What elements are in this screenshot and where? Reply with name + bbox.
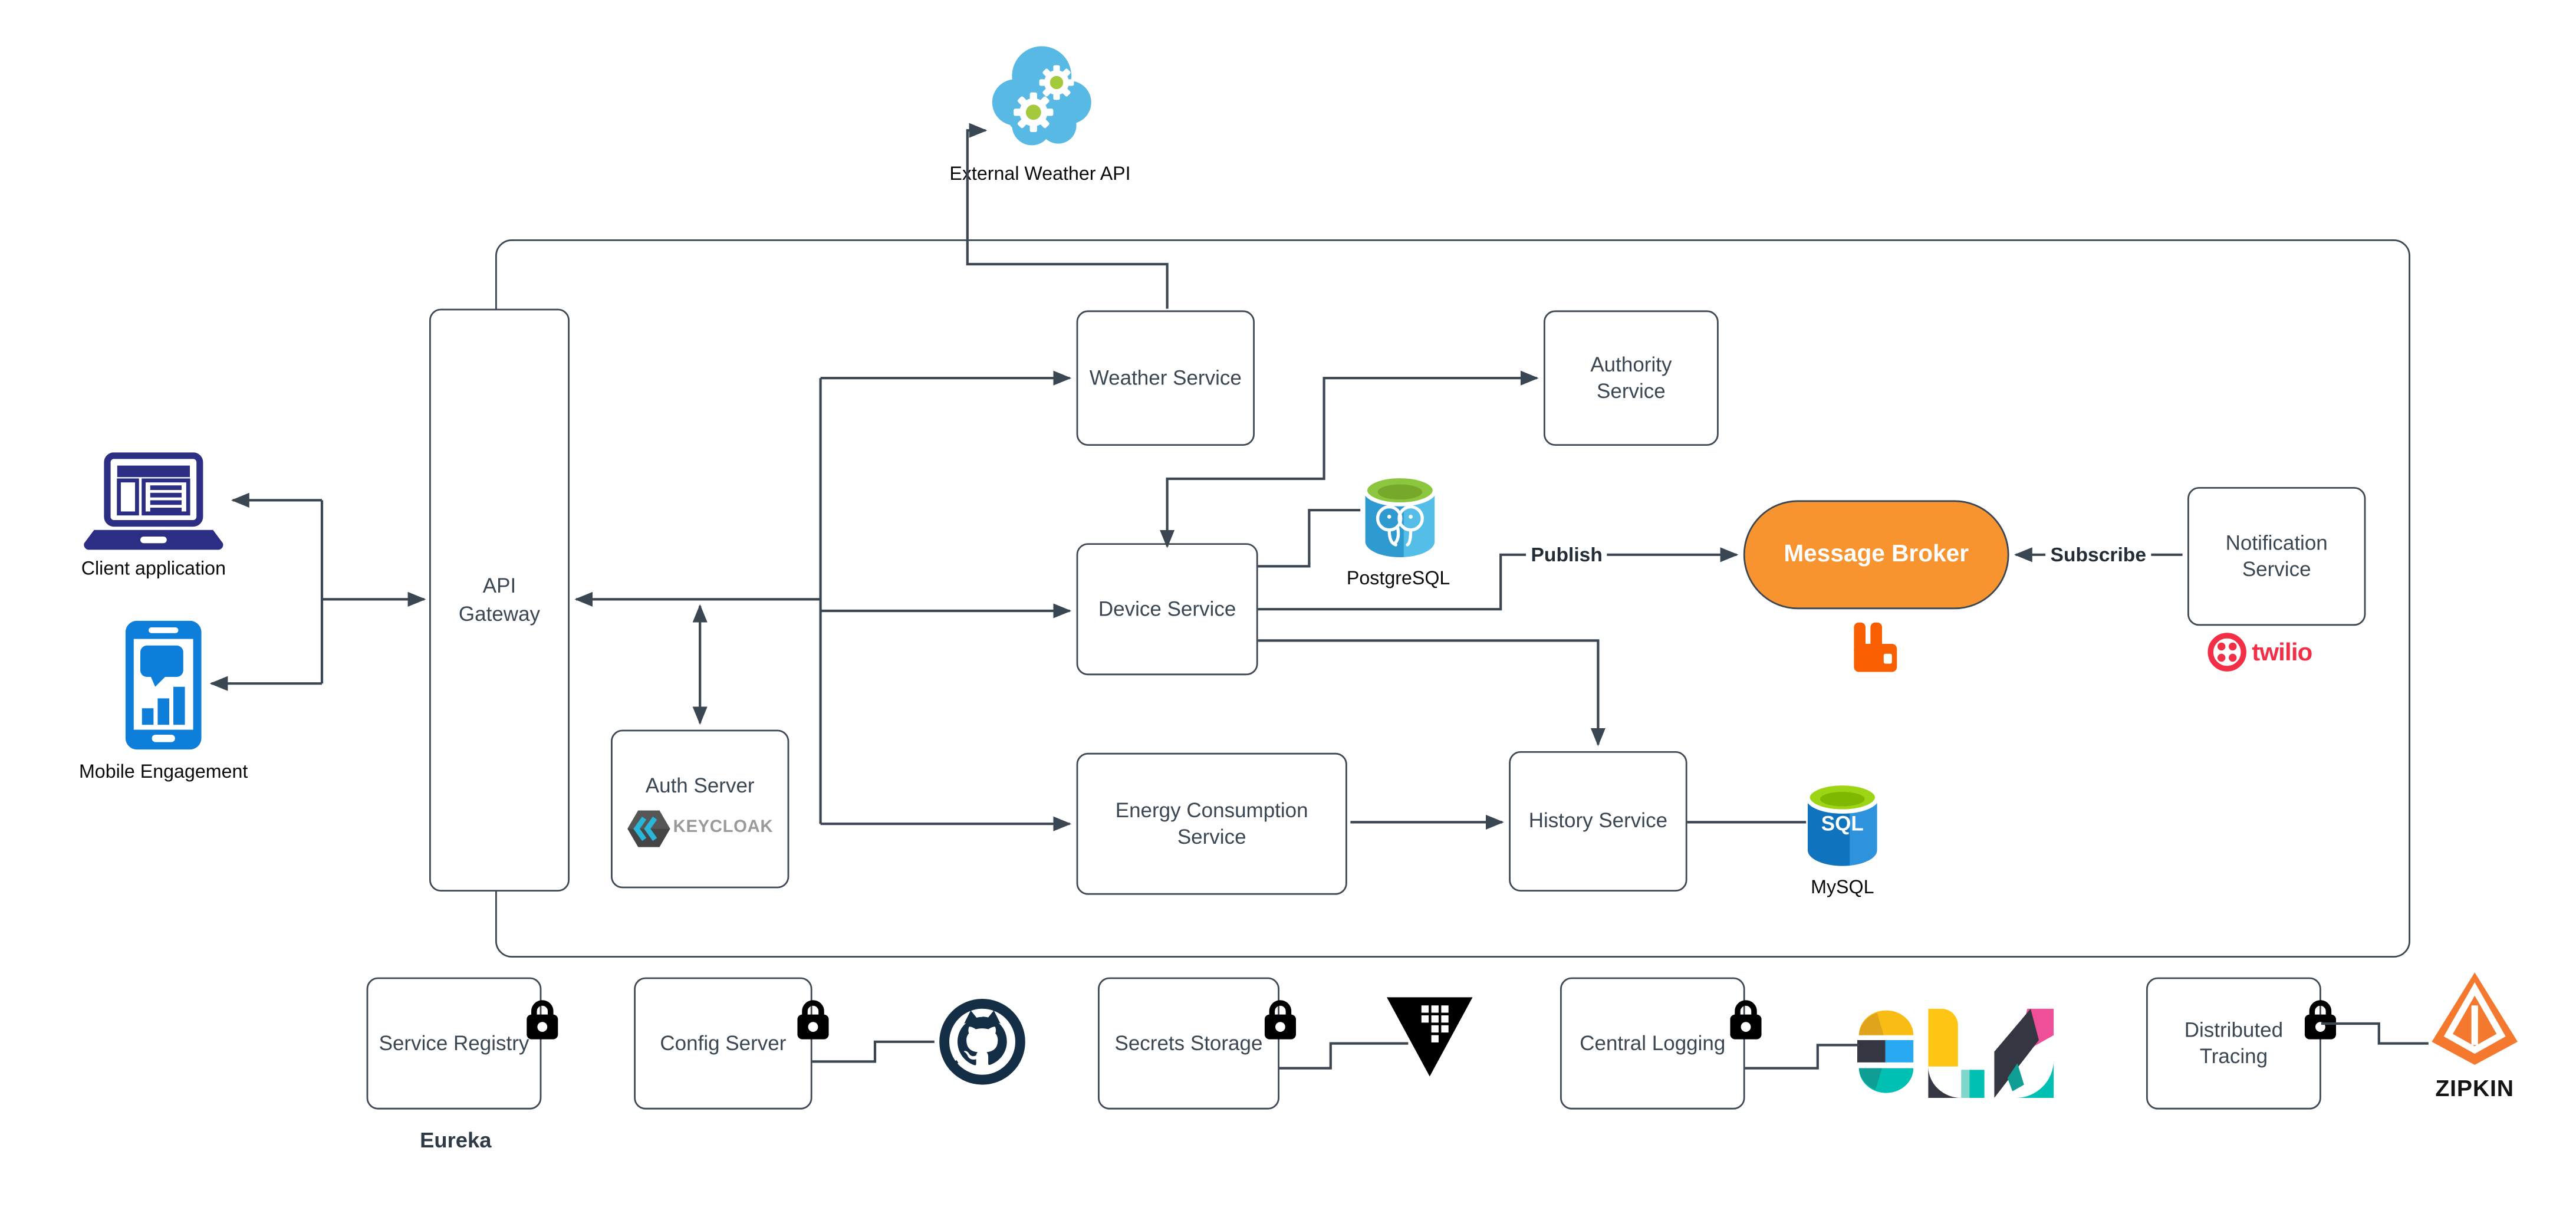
node-history-service[interactable]: History Service	[1509, 751, 1687, 892]
node-api-gateway[interactable]: API Gateway	[429, 308, 570, 892]
client-laptop-icon	[84, 452, 223, 550]
keycloak-hexagon-icon	[627, 810, 670, 847]
mysql-label: MySQL	[1811, 878, 1874, 899]
notification-service-label: Notification Service	[2225, 531, 2328, 581]
external-weather-api-cloud-icon	[992, 46, 1091, 146]
gear-icon	[1014, 92, 1054, 132]
keycloak-wordmark: KEYCLOAK	[673, 817, 774, 838]
node-weather-service[interactable]: Weather Service	[1076, 310, 1255, 446]
edge-logging-elk	[1745, 1044, 1859, 1070]
eureka-label: Eureka	[420, 1127, 492, 1153]
history-service-label: History Service	[1528, 810, 1668, 833]
github-icon	[939, 999, 1025, 1085]
vault-icon	[1387, 997, 1473, 1077]
external-weather-api-label: External Weather API	[949, 165, 1131, 185]
authority-service-label: Authority Service	[1590, 353, 1672, 403]
node-central-logging[interactable]: Central Logging	[1560, 977, 1745, 1110]
node-notification-service[interactable]: Notification Service	[2187, 487, 2366, 626]
gear-icon	[1039, 65, 1074, 100]
lock-icon	[2304, 1000, 2336, 1040]
zipkin-wordmark: ZIPKIN	[2435, 1074, 2514, 1101]
lock-icon	[1730, 1000, 1762, 1040]
elk-logo-icon	[1857, 1008, 2054, 1098]
weather-service-label: Weather Service	[1089, 366, 1242, 390]
node-message-broker[interactable]: Message Broker	[1743, 500, 2009, 610]
node-energy-consumption-service[interactable]: Energy Consumption Service	[1076, 752, 1347, 895]
twilio-circle-icon	[2207, 633, 2246, 672]
mysql-icon	[1806, 781, 1879, 866]
edge-config-github	[812, 1040, 935, 1063]
mobile-phone-icon	[125, 620, 202, 750]
config-server-label: Config Server	[660, 1031, 787, 1055]
client-application-label: Client application	[81, 560, 226, 580]
twilio-wordmark: twilio	[2252, 638, 2312, 666]
node-auth-server[interactable]: Auth Server KEYCLOAK	[611, 729, 789, 889]
node-authority-service[interactable]: Authority Service	[1544, 310, 1719, 446]
central-logging-label: Central Logging	[1580, 1031, 1726, 1055]
twilio-logo: twilio	[2207, 632, 2312, 672]
lock-icon	[527, 1000, 558, 1040]
energy-service-label: Energy Consumption Service	[1115, 798, 1308, 849]
api-gateway-label: API Gateway	[458, 575, 541, 625]
secrets-storage-label: Secrets Storage	[1114, 1031, 1263, 1055]
mobile-engagement-label: Mobile Engagement	[78, 762, 248, 783]
keycloak-logo: KEYCLOAK	[627, 809, 773, 848]
lock-icon	[797, 1000, 829, 1040]
service-registry-label: Service Registry	[379, 1031, 529, 1055]
subscribe-edge-label: Subscribe	[2045, 543, 2151, 567]
distributed-tracing-label: Distributed Tracing	[2184, 1018, 2284, 1068]
message-broker-label: Message Broker	[1784, 541, 1969, 568]
rabbitmq-icon	[1854, 622, 1897, 672]
publish-edge-label: Publish	[1526, 543, 1608, 567]
node-config-server[interactable]: Config Server	[634, 977, 812, 1110]
device-service-label: Device Service	[1098, 597, 1236, 621]
postgresql-icon	[1363, 475, 1436, 557]
mysql-sql-text: SQL	[1821, 812, 1864, 836]
zipkin-icon	[2432, 972, 2518, 1065]
edge-tracing-zipkin	[2321, 1022, 2429, 1045]
lock-icon	[1264, 1000, 1296, 1040]
node-device-service[interactable]: Device Service	[1076, 543, 1258, 676]
node-secrets-storage[interactable]: Secrets Storage	[1098, 977, 1279, 1110]
node-service-registry[interactable]: Service Registry	[366, 977, 542, 1110]
node-distributed-tracing[interactable]: Distributed Tracing	[2146, 977, 2321, 1110]
auth-server-label: Auth Server	[645, 774, 755, 798]
postgresql-label: PostgreSQL	[1346, 570, 1450, 590]
